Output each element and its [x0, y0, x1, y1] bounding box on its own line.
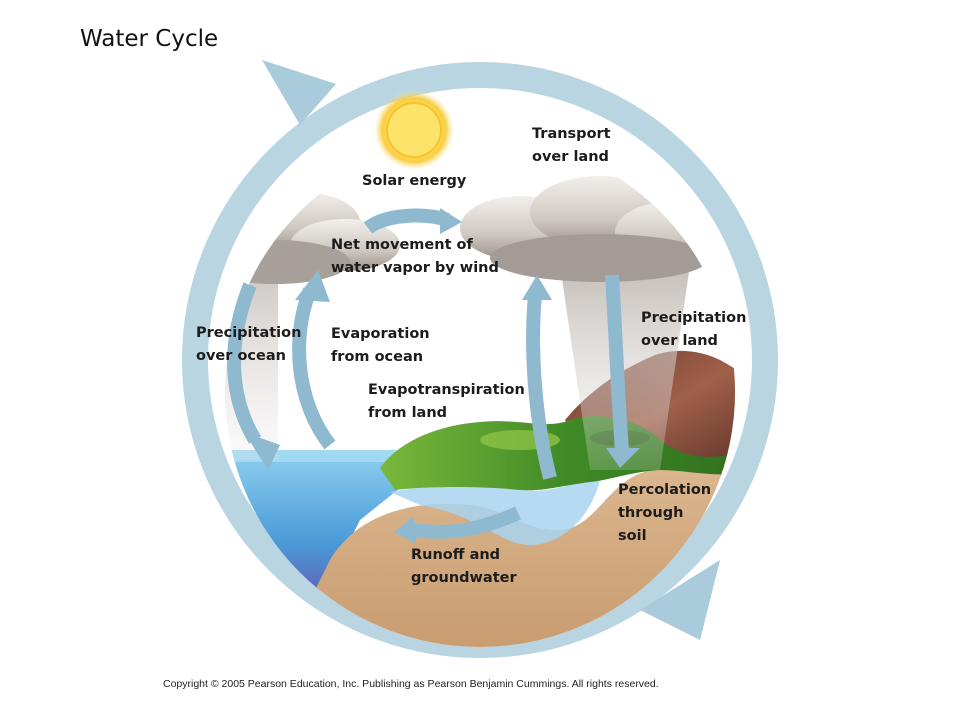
label-transport-line2: over land — [532, 149, 609, 165]
arrowhead-evaporation-ocean — [295, 270, 330, 302]
arrow-precipitation-ocean — [227, 282, 262, 444]
label-evapotrans-line1: Evapotranspiration — [368, 382, 525, 398]
label-net-movement: Net movement of water vapor by wind — [331, 234, 499, 280]
soil — [280, 380, 735, 647]
page-title: Water Cycle — [80, 26, 219, 52]
label-evapotrans-line2: from land — [368, 405, 448, 421]
label-runoff-line1: Runoff and — [411, 547, 501, 563]
arrowhead-precipitation-ocean — [244, 432, 280, 470]
outer-arrow-head-bottom — [640, 560, 720, 640]
flow-arrow-heads — [244, 208, 640, 544]
arrow-evaporation-ocean — [292, 287, 336, 450]
label-precipitation-over-land: Precipitation over land — [641, 307, 746, 353]
arrowhead-precipitation-land — [606, 448, 640, 468]
arrow-runoff — [411, 506, 521, 539]
label-solar-energy: Solar energy — [362, 170, 466, 193]
copyright-notice: Copyright © 2005 Pearson Education, Inc.… — [163, 678, 659, 690]
scene-contents — [225, 137, 735, 647]
label-precip-land-line2: over land — [641, 333, 718, 349]
label-evap-ocean-line1: Evaporation — [331, 326, 430, 342]
rain-over-land — [560, 265, 690, 470]
groundwater — [390, 480, 600, 545]
label-precip-ocean-line1: Precipitation — [196, 325, 302, 341]
arrowhead-runoff — [394, 516, 416, 544]
label-net-movement-line2: water vapor by wind — [331, 260, 499, 276]
arrowhead-wind — [440, 208, 462, 234]
label-solar-energy-line1: Solar energy — [362, 173, 467, 189]
label-evaporation-from-ocean: Evaporation from ocean — [331, 323, 430, 369]
label-transport-over-land: Transport over land — [532, 123, 611, 169]
label-evapotranspiration: Evapotranspiration from land — [368, 379, 525, 425]
arrow-evapotranspiration — [526, 294, 557, 480]
sun — [374, 90, 454, 170]
flow-arrows — [227, 208, 629, 539]
arrowhead-evapotranspiration — [522, 275, 552, 300]
label-transport-line1: Transport — [532, 126, 611, 142]
label-precip-ocean-line2: over ocean — [196, 348, 286, 364]
arrow-wind — [363, 208, 450, 234]
outer-arrow-head-top — [262, 60, 336, 125]
label-evap-ocean-line2: from ocean — [331, 349, 424, 365]
label-net-movement-line1: Net movement of — [331, 237, 473, 253]
label-runoff-groundwater: Runoff and groundwater — [411, 544, 517, 590]
label-percolation-line1: Percolation — [618, 482, 712, 498]
label-percolation-line3: soil — [618, 528, 647, 544]
label-runoff-line2: groundwater — [411, 570, 517, 586]
label-percolation: Percolation through soil — [618, 479, 711, 548]
label-precipitation-over-ocean: Precipitation over ocean — [196, 322, 301, 368]
label-percolation-line2: through — [618, 505, 684, 521]
arrow-precipitation-land — [605, 274, 629, 451]
label-precip-land-line1: Precipitation — [641, 310, 747, 326]
